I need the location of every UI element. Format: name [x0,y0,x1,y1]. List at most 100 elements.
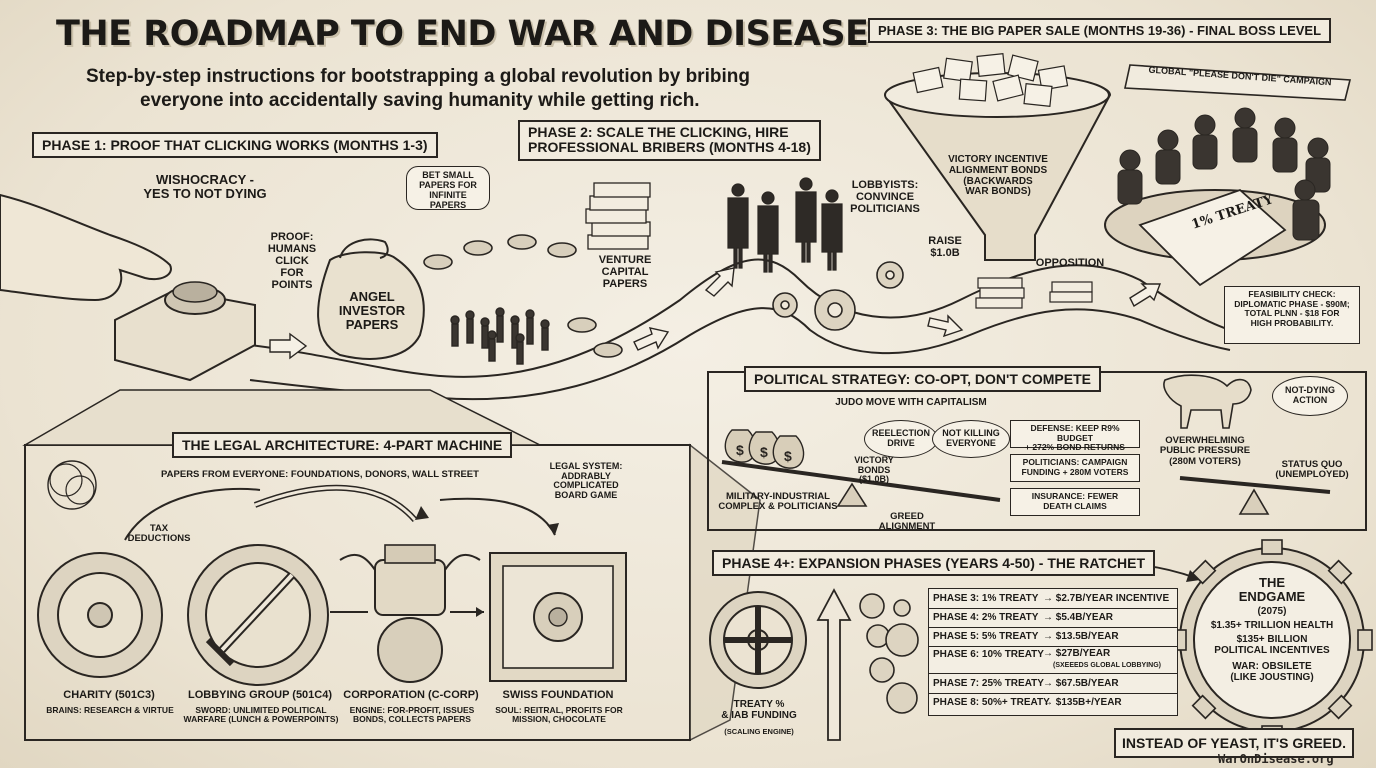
bet-small-note: BET SMALL PAPERS FOR INFINITE PAPERS [406,166,490,210]
money-bag [317,251,425,360]
money-bags: $ $ $ [724,429,805,469]
phase4-row-value-text: $67.5B/YEAR [1055,678,1119,689]
paper-stack [585,182,651,250]
endgame-title: THE ENDGAME [1238,575,1306,605]
phase4-row-value-text: $135B+/YEAR [1055,697,1122,708]
road-arrows [269,267,1162,360]
wishocracy-label: WISHOCRACY - YES TO NOT DYING [143,172,267,202]
phase4-row-value: → $27B/YEAR(SXEEEDS GLOBAL LOBBYING) [1043,648,1161,669]
phase4-label: PHASE 4+: EXPANSION PHASES (YEARS 4-50) … [712,550,1156,576]
endgame-health: $1.35+ TRILLION HEALTH [1210,620,1334,631]
reelection-bubble: REELECTION DRIVE [864,420,938,458]
phase4-row-value: → $135B+/YEAR [1043,697,1122,708]
phase4-table: PHASE 3: 1% TREATY → $2.7B/YEAR INCENTIV… [928,588,1178,716]
scaling-engine-sub: (SCALING ENGINE) [724,727,794,736]
greed-alignment-label: GREED ALIGNMENT [878,511,936,533]
phase4-row-phase: PHASE 6: 10% TREATY [933,649,1044,660]
military-label: MILITARY-INDUSTRIAL COMPLEX & POLITICIAN… [718,491,838,513]
phase4-row-phase: PHASE 5: 5% TREATY [933,631,1039,642]
dog [1163,374,1252,429]
swiss-foundation-desc: SOUL: REITRAL, PROFITS FOR MISSION, CHOC… [495,705,623,725]
feasibility-check-note: FEASIBILITY CHECK: DIPLOMATIC PHASE - $9… [1224,286,1360,344]
corporation-desc: ENGINE: FOR-PROFIT, ISSUES BONDS, COLLEC… [349,705,475,725]
endgame-war: WAR: OBSILETE (LIKE JOUSTING) [1230,661,1314,683]
endgame-gear [1171,539,1373,741]
svg-text:$: $ [760,444,768,460]
not-dying-text: NOT-DYING ACTION [1284,385,1335,405]
phase4-row-value: → $2.7B/YEAR INCENTIVE [1043,593,1170,604]
proof-label: PROOF: HUMANS CLICK FOR POINTS [267,231,317,291]
endgame-year: (2075) [1257,606,1287,617]
not-killing-bubble: NOT KILLING EVERYONE [932,420,1010,458]
papers-from-label: PAPERS FROM EVERYONE: FOUNDATIONS, DONOR… [161,469,479,480]
treaty-scroll [1138,188,1287,287]
political-strategy-label: POLITICAL STRATEGY: CO-OPT, DON'T COMPET… [744,366,1101,392]
phase3-label: PHASE 3: THE BIG PAPER SALE (MONTHS 19-3… [868,18,1332,43]
status-quo-label: STATUS QUO (UNEMPLOYED) [1275,459,1349,481]
phase4-row-value-text: $27B/YEAR [1055,648,1111,659]
public-pressure-label: OVERWHELMING PUBLIC PRESSURE (280M VOTER… [1159,435,1251,467]
phase4-row: PHASE 6: 10% TREATY → $27B/YEAR(SXEEEDS … [929,646,1177,674]
phase4-row-phase: PHASE 3: 1% TREATY [933,593,1039,604]
vc-papers-label: VENTURE CAPITAL PAPERS [598,254,652,290]
phase4-row: PHASE 7: 25% TREATY → $67.5B/YEAR [929,674,1177,694]
slogan-text: INSTEAD OF YEAST, IT'S GREED. [1122,735,1346,751]
scaling-engine-label: TREATY % & IAB FUNDING [721,699,797,721]
phase4-row-note: (SXEEEDS GLOBAL LOBBYING) [1053,661,1161,669]
diplomats [1117,107,1331,241]
phase4-row-value: → $13.5B/YEAR [1043,631,1119,642]
page-title: THE ROADMAP TO END WAR AND DISEASE [56,14,869,54]
lobbying-group-name: LOBBYING GROUP (501c4) [187,689,333,701]
phase4-row-phase: PHASE 8: 50%+ TREATY [933,697,1050,708]
click-buttons [423,234,623,358]
charity-desc: BRAINS: RESEARCH & VIRTUE [46,705,174,715]
phase1-label: PHASE 1: PROOF THAT CLICKING WORKS (MONT… [32,132,438,158]
opposition-label: OPPOSITION [1035,257,1105,269]
svg-text:$: $ [784,448,792,464]
site-link[interactable]: WarOnDisease.org [1218,752,1334,766]
phase4-row: PHASE 5: 5% TREATY → $13.5B/YEAR [929,627,1177,647]
phase4-row-phase: PHASE 7: 25% TREATY [933,678,1044,689]
scaling-engine-gear [709,591,807,689]
phase4-row-value-text: $5.4B/YEAR [1055,612,1114,623]
pointing-hand [0,193,172,302]
angel-investor-label: ANGEL INVESTOR PAPERS [338,289,406,333]
legal-machine-graphics [37,460,627,686]
corporation-name: CORPORATION (C-CORP) [343,689,479,701]
reelection-text: REELECTION DRIVE [871,428,930,448]
phase4-row: PHASE 4: 2% TREATY → $5.4B/YEAR [929,608,1177,628]
phase4-row-value: → $5.4B/YEAR [1043,612,1114,623]
swiss-foundation-name: SWISS FOUNDATION [502,689,614,701]
endgame-incentives: $135+ BILLION POLITICAL INCENTIVES [1214,634,1330,656]
phase4-row-value: → $67.5B/YEAR [1043,678,1119,689]
road-top-edge [249,258,1231,378]
phase2-label: PHASE 2: SCALE THE CLICKING, HIRE PROFES… [518,120,821,161]
road-gears [772,261,904,331]
lobbyists-label: LOBBYISTS: CONVINCE POLITICIANS [850,179,920,215]
slogan-banner: INSTEAD OF YEAST, IT'S GREED. [1114,728,1354,758]
funnel-label: VICTORY INCENTIVE ALIGNMENT BONDS (BACKW… [948,154,1048,198]
subtitle-line-2: everyone into accidentally saving humani… [140,90,700,111]
charity-name: CHARITY (501c3) [63,689,155,701]
politicians-note: POLITICIANS: CAMPAIGN FUNDING + 280M VOT… [1010,454,1140,482]
phase4-row: PHASE 8: 50%+ TREATY → $135B+/YEAR [929,693,1177,712]
tax-deductions-label: TAX DEDUCTIONS [127,523,191,545]
phase4-row-phase: PHASE 4: 2% TREATY [933,612,1039,623]
legal-system-label: LEGAL SYSTEM: ADDRABLY COMPLICATED BOARD… [549,461,623,501]
phase4-row: PHASE 3: 1% TREATY → $2.7B/YEAR INCENTIV… [929,589,1177,609]
svg-text:$: $ [736,442,744,458]
phase4-row-value-text: $2.7B/YEAR INCENTIVE [1055,593,1170,604]
defense-note: DEFENSE: KEEP R9% BUDGET + 272% BOND RET… [1010,420,1140,452]
raise-label: RAISE $1.0B [928,235,962,259]
lobbying-group-desc: SWORD: UNLIMITED POLITICAL WARFARE (LUNC… [183,705,339,725]
insurance-note: INSURANCE: FEWER DEATH CLAIMS [1010,488,1140,516]
legal-architecture-label: THE LEGAL ARCHITECTURE: 4-PART MACHINE [172,432,513,458]
not-killing-text: NOT KILLING EVERYONE [942,428,1000,448]
subtitle-line-1: Step-by-step instructions for bootstrapp… [86,66,750,87]
phase4-row-value-text: $13.5B/YEAR [1055,631,1119,642]
ratchet-arrow [816,588,852,741]
lobbyists [727,177,843,273]
crowd [450,307,550,365]
